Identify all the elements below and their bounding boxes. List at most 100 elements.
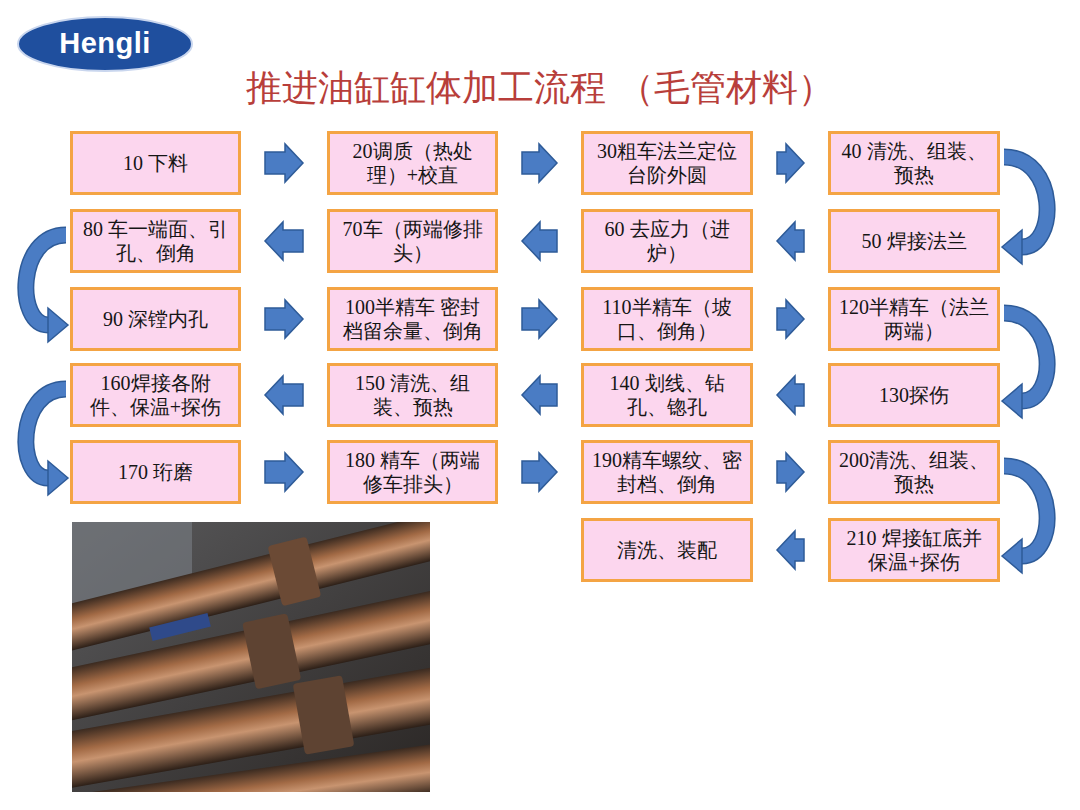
step-text: 170 珩磨 xyxy=(110,460,201,484)
flow-arrow-outline xyxy=(1004,157,1047,247)
flow-arrow-outline xyxy=(1004,466,1047,556)
step-text: 110半精车（坡口、倒角） xyxy=(584,295,750,344)
step-text: 30粗车法兰定位台阶外圆 xyxy=(584,139,750,188)
flow-arrow xyxy=(265,144,303,182)
step-text: 80 车一端面、引孔、倒角 xyxy=(73,217,238,266)
flow-arrow-outline xyxy=(26,389,66,478)
logo-text: Hengli xyxy=(22,27,188,60)
flow-arrow xyxy=(265,453,303,491)
flow-arrow xyxy=(777,222,804,260)
process-box: 100半精车 密封档留余量、倒角 xyxy=(327,287,498,351)
process-box: 20调质（热处理）+校直 xyxy=(327,131,498,195)
flow-connector xyxy=(522,300,557,338)
flow-arrow xyxy=(522,300,557,338)
flow-arrow-outline xyxy=(1004,313,1047,401)
flow-connector xyxy=(265,300,303,338)
step-text: 150 清洗、组装、预热 xyxy=(330,371,495,420)
step-text: 190精车螺纹、密封档、倒角 xyxy=(584,448,750,497)
flow-arrow xyxy=(522,222,557,260)
process-box: 60 去应力（进炉） xyxy=(581,209,753,273)
flow-connector xyxy=(265,453,303,491)
step-text: 60 去应力（进炉） xyxy=(584,217,750,266)
process-box: 70车（两端修排头） xyxy=(327,209,498,273)
process-box: 90 深镗内孔 xyxy=(70,287,241,351)
flow-connector xyxy=(777,222,804,260)
flow-connector xyxy=(265,376,303,414)
process-box: 30粗车法兰定位台阶外圆 xyxy=(581,131,753,195)
process-box: 80 车一端面、引孔、倒角 xyxy=(70,209,241,273)
flow-arrow xyxy=(777,144,804,182)
process-box: 150 清洗、组装、预热 xyxy=(327,363,498,427)
flow-connector xyxy=(522,144,557,182)
step-text: 10 下料 xyxy=(115,151,196,175)
flow-connector xyxy=(1002,157,1047,264)
flow-arrow-curve xyxy=(1004,466,1047,556)
flow-connector xyxy=(522,376,557,414)
flow-arrow xyxy=(265,376,303,414)
process-box: 200清洗、组装、预热 xyxy=(828,440,1000,504)
flow-arrow-curve xyxy=(26,389,66,478)
process-box: 110半精车（坡口、倒角） xyxy=(581,287,753,351)
flow-arrow xyxy=(777,300,804,338)
process-box: 40 清洗、组装、预热 xyxy=(828,131,1000,195)
flow-connector xyxy=(777,144,804,182)
flow-arrow xyxy=(522,453,557,491)
step-text: 160焊接各附件、保温+探伤 xyxy=(73,371,238,420)
process-box: 清洗、装配 xyxy=(581,518,753,582)
step-text: 清洗、装配 xyxy=(609,538,725,562)
flow-arrow xyxy=(777,376,804,414)
flow-connector xyxy=(265,222,303,260)
flow-connector xyxy=(26,235,68,342)
flow-arrow xyxy=(522,144,557,182)
process-box: 210 焊接缸底并保温+探伤 xyxy=(828,518,1000,582)
flow-connector xyxy=(522,222,557,260)
step-text: 50 焊接法兰 xyxy=(854,229,975,253)
arrow-head xyxy=(48,461,68,495)
flow-connector xyxy=(522,453,557,491)
flow-arrow-curve xyxy=(26,235,66,325)
process-box: 130探伤 xyxy=(828,363,1000,427)
arrow-head xyxy=(48,308,68,342)
flow-connector xyxy=(1002,313,1047,418)
step-text: 140 划线、钻孔、锪孔 xyxy=(584,371,750,420)
flow-arrow-outline xyxy=(26,235,66,325)
diagram-title: 推进油缸缸体加工流程 （毛管材料） xyxy=(0,64,1080,113)
process-box: 170 珩磨 xyxy=(70,440,241,504)
flow-connector xyxy=(777,531,804,569)
process-box: 160焊接各附件、保温+探伤 xyxy=(70,363,241,427)
arrow-head xyxy=(1002,230,1022,264)
flow-arrow xyxy=(777,531,804,569)
process-box: 120半精车（法兰两端） xyxy=(828,287,1000,351)
flow-arrow-curve xyxy=(1004,157,1047,247)
step-text: 40 清洗、组装、预热 xyxy=(831,139,997,188)
process-box: 10 下料 xyxy=(70,131,241,195)
process-box: 140 划线、钻孔、锪孔 xyxy=(581,363,753,427)
arrow-head xyxy=(1002,539,1022,573)
process-box: 180 精车（两端修车排头） xyxy=(327,440,498,504)
flow-connector xyxy=(265,144,303,182)
flow-arrow xyxy=(522,376,557,414)
logo-ellipse xyxy=(18,17,192,71)
cylinder-photo xyxy=(72,522,430,792)
step-text: 180 精车（两端修车排头） xyxy=(330,448,495,497)
flow-connector xyxy=(1002,466,1047,573)
flow-connector xyxy=(777,300,804,338)
step-text: 210 焊接缸底并保温+探伤 xyxy=(831,526,997,575)
step-text: 120半精车（法兰两端） xyxy=(831,295,997,344)
flow-arrow xyxy=(265,300,303,338)
step-text: 70车（两端修排头） xyxy=(330,217,495,266)
flow-arrow xyxy=(777,453,804,491)
flow-arrow xyxy=(265,222,303,260)
step-text: 90 深镗内孔 xyxy=(95,307,216,331)
process-box: 50 焊接法兰 xyxy=(828,209,1000,273)
step-text: 100半精车 密封档留余量、倒角 xyxy=(330,295,495,344)
step-text: 20调质（热处理）+校直 xyxy=(330,139,495,188)
flow-connector xyxy=(777,453,804,491)
process-box: 190精车螺纹、密封档、倒角 xyxy=(581,440,753,504)
flow-connector xyxy=(26,389,68,495)
arrow-head xyxy=(1002,384,1022,418)
step-text: 130探伤 xyxy=(871,383,957,407)
flow-connector xyxy=(777,376,804,414)
step-text: 200清洗、组装、预热 xyxy=(831,448,997,497)
flow-arrow-curve xyxy=(1004,313,1047,401)
